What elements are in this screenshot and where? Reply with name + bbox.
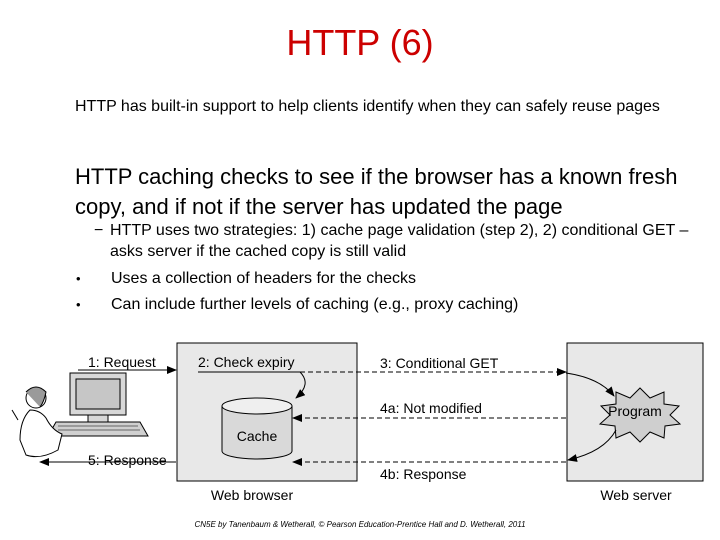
web-server-label: Web server (600, 487, 672, 503)
bullet-marker: • (76, 297, 81, 312)
slide-title: HTTP (6) (286, 22, 434, 63)
cache-cylinder-icon (221, 397, 293, 460)
user-at-computer-icon (11, 372, 149, 458)
response-5-label: 5: Response (88, 452, 167, 468)
check-expiry-label: 2: Check expiry (198, 354, 294, 370)
bullet-marker: • (76, 271, 81, 286)
not-modified-label: 4a: Not modified (380, 400, 482, 416)
footer-citation: CN5E by Tanenbaum & Wetherall, © Pearson… (194, 520, 526, 529)
program-starburst-icon (598, 387, 682, 443)
caching-paragraph: HTTP caching checks to see if the browse… (75, 164, 678, 219)
cache-label: Cache (237, 428, 278, 444)
conditional-get-label: 3: Conditional GET (380, 355, 499, 371)
bullet-item-proxy: Can include further levels of caching (e… (111, 296, 519, 313)
web-browser-label: Web browser (211, 487, 294, 503)
program-label: Program (608, 403, 662, 419)
request-label: 1: Request (88, 354, 156, 370)
bullet-item-headers: Uses a collection of headers for the che… (111, 270, 417, 287)
server-to-program-arrow (565, 372, 615, 397)
program-to-server-arrow (567, 429, 617, 462)
dash-marker: − (94, 222, 104, 239)
strategies-text: HTTP uses two strategies: 1) cache page … (110, 222, 689, 260)
strategies-subpoint: − HTTP uses two strategies: 1) cache pag… (94, 220, 710, 262)
response-4b-label: 4b: Response (380, 466, 467, 482)
intro-paragraph: HTTP has built-in support to help client… (75, 98, 660, 115)
